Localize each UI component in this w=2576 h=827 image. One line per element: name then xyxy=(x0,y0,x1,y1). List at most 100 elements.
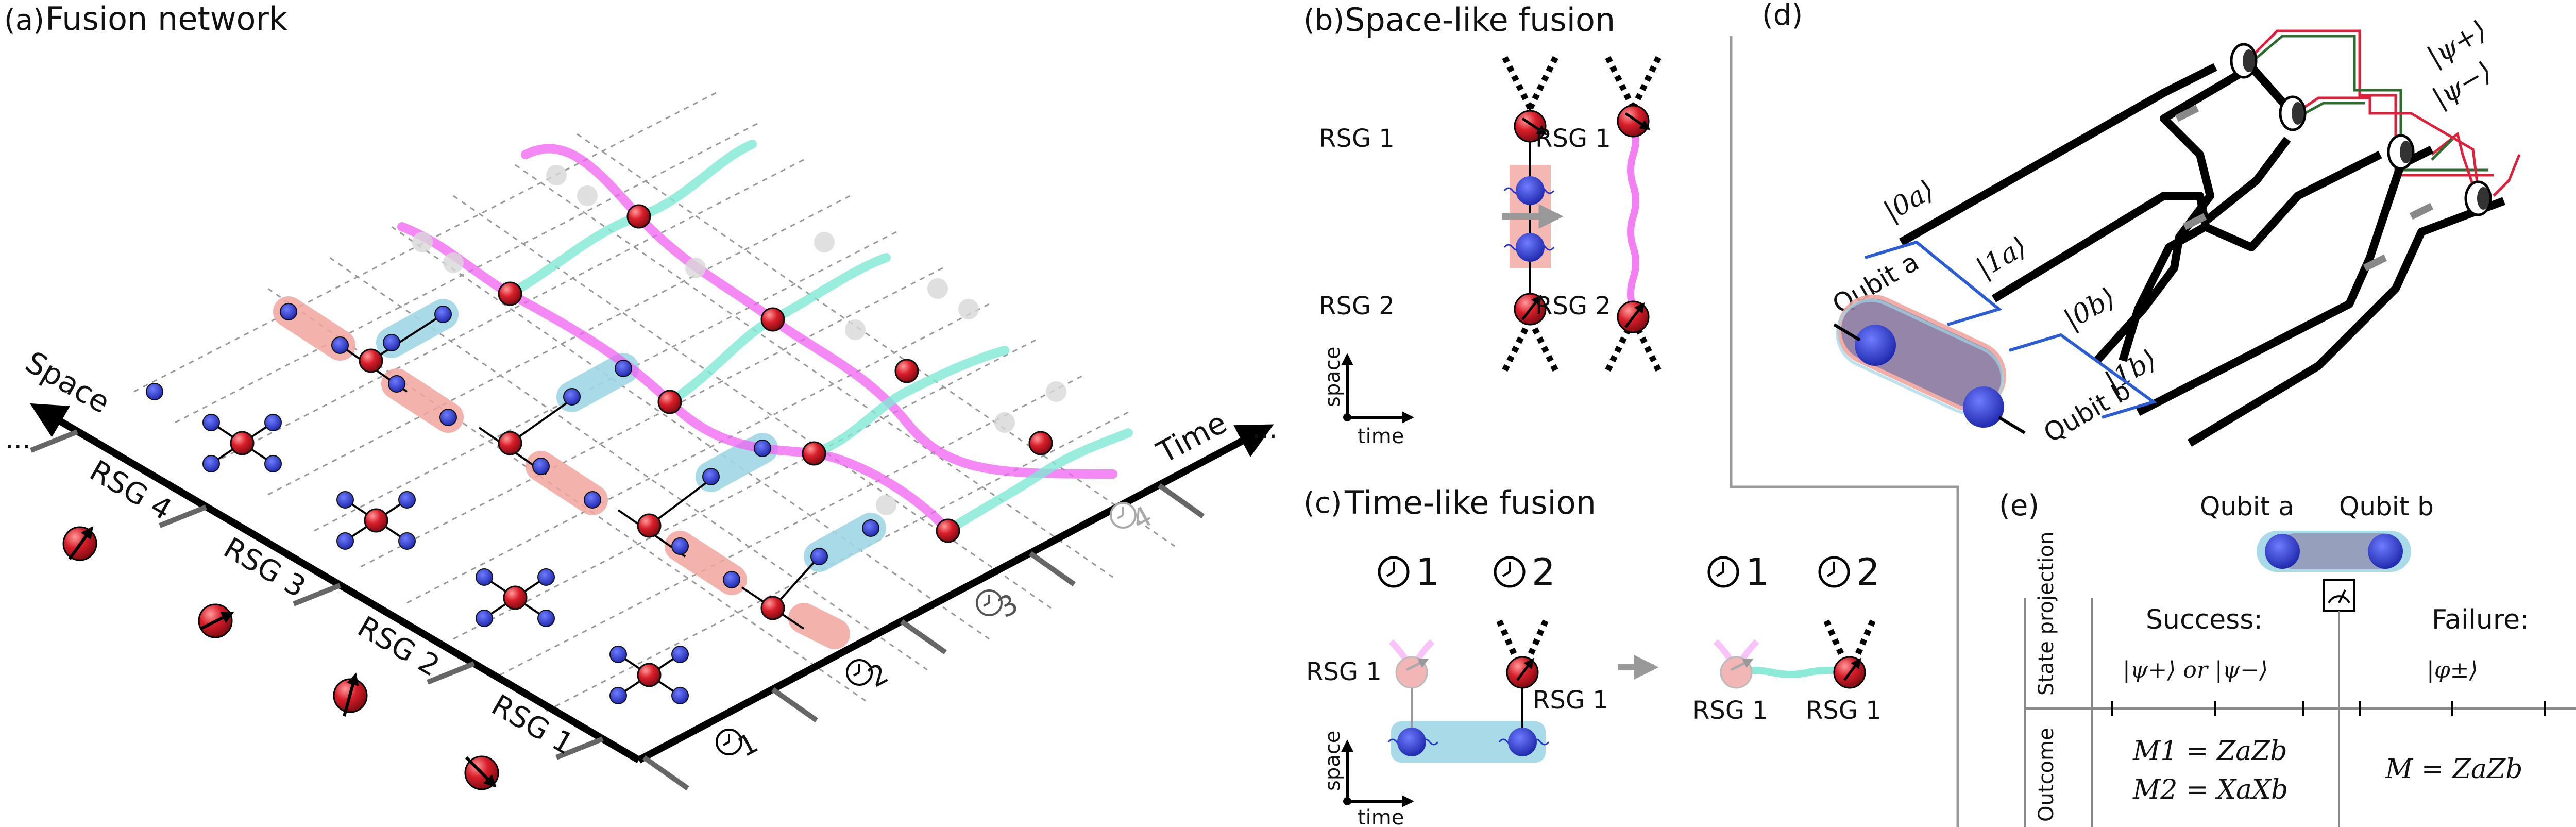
photon-wavepacket-icon xyxy=(1963,386,2026,434)
spin-arrow-icon xyxy=(1617,300,1650,333)
qubit-b-label-e: Qubit b xyxy=(2339,492,2434,521)
clock-c-4: 2 xyxy=(1856,550,1880,594)
spin-arrow-icon xyxy=(1514,110,1548,143)
axes xyxy=(29,403,1274,791)
rsg1-label-b: RSG 1 xyxy=(1319,124,1395,153)
faded-nodes xyxy=(412,165,1066,515)
clock-icon xyxy=(1494,556,1526,588)
qubit-brackets xyxy=(1865,240,2157,419)
spin-rsg2 xyxy=(333,672,368,717)
clock-icon: 3 xyxy=(976,587,1023,624)
axis-time-c: time xyxy=(1358,806,1404,827)
clock-c-1: 1 xyxy=(1416,550,1439,594)
success-outcome-1: M1 = ZaZb xyxy=(2132,736,2287,767)
beam-splitters xyxy=(2175,105,2434,272)
detector-icon xyxy=(2230,43,2258,79)
rsg-label-c1: RSG 1 xyxy=(1306,657,1382,686)
axis-space-b: space xyxy=(1321,347,1345,407)
spin-rsg3 xyxy=(198,603,234,638)
mini-axes-c xyxy=(1341,739,1414,807)
photon-wavepacket-icon xyxy=(1503,176,1555,205)
outcome-table xyxy=(2024,598,2576,827)
success-outcome-2: M2 = XaXb xyxy=(2132,774,2288,805)
mini-axes-b xyxy=(1341,353,1414,424)
failure-header: Failure: xyxy=(2432,604,2529,635)
clock-icon xyxy=(1378,556,1410,588)
time-fusion-after: RSG 1 RSG 1 xyxy=(1692,619,1882,725)
panel-d: (d) |ψ+⟩ |ψ−⟩ xyxy=(1730,0,2521,827)
spin-arrow-icon xyxy=(1514,293,1547,326)
rsg-label-c4: RSG 1 xyxy=(1806,696,1882,725)
qubit-a-label-e: Qubit a xyxy=(2200,492,2294,521)
clock-icon: 4 xyxy=(1110,500,1157,536)
panel-b: (b) Space-like fusion RSG 1 RSG 2 xyxy=(1303,1,1662,448)
photon-wavepacket-icon xyxy=(1498,728,1550,756)
clock-c-2: 2 xyxy=(1532,550,1555,594)
fusion-bands xyxy=(273,296,886,649)
panel-e: (e) Qubit a Qubit b State projection Out… xyxy=(1999,489,2576,827)
graph-edges xyxy=(210,313,820,697)
clock-row-c: 1 2 1 2 xyxy=(1378,550,1880,594)
detectors xyxy=(2230,43,2492,216)
panel-e-label: (e) xyxy=(1999,489,2039,522)
panel-c-title: Time-like fusion xyxy=(1344,484,1596,521)
panel-a-label: (a) xyxy=(4,4,44,37)
panel-b-title: Space-like fusion xyxy=(1345,1,1615,39)
space-axis-label: Space xyxy=(20,344,116,420)
success-states: |ψ+⟩ or |ψ−⟩ xyxy=(2123,657,2268,683)
time-axis xyxy=(637,424,1274,764)
axis-time-b: time xyxy=(1358,425,1404,448)
rsg1-label-b2: RSG 1 xyxy=(1535,124,1611,153)
clock-icon: 1 xyxy=(716,727,763,763)
clock-icons: 1 2 3 4 xyxy=(716,500,1157,763)
mode-0b: |0b⟩ xyxy=(2059,282,2121,335)
rsg-label-c3: RSG 1 xyxy=(1692,696,1768,725)
axis-space-c: space xyxy=(1321,731,1345,791)
panel-d-label: (d) xyxy=(1762,0,1803,32)
detector-icon xyxy=(2387,134,2415,170)
photon-wavepacket-icon xyxy=(1503,233,1555,262)
spin-arrow-icon xyxy=(1720,656,1754,689)
meter-icon xyxy=(2323,579,2355,612)
time-fusion-before: RSG 1 RSG 1 xyxy=(1306,619,1608,763)
rsg-label-c2: RSG 1 xyxy=(1533,686,1608,715)
tick-marks xyxy=(2111,701,2546,716)
row-outcome: Outcome xyxy=(2035,728,2058,822)
photons-a xyxy=(146,303,879,704)
entanglement-link xyxy=(1627,122,1639,311)
clock-icon xyxy=(1707,556,1739,588)
clock-c-3: 1 xyxy=(1745,550,1769,594)
ellipsis-time: ... xyxy=(1252,414,1278,445)
time-fusion-highlight xyxy=(1391,721,1546,763)
detector-icon xyxy=(2279,95,2307,131)
entanglement-link xyxy=(1735,667,1851,678)
rsg2-label-b2: RSG 2 xyxy=(1535,292,1611,320)
space-axis xyxy=(29,403,641,764)
rsg2-label-b: RSG 2 xyxy=(1319,292,1395,320)
mode-1a: |1a⟩ xyxy=(1972,231,2032,284)
spins-a xyxy=(230,204,1053,687)
failure-states: |φ±⟩ xyxy=(2427,657,2478,683)
panel-c-label: (c) xyxy=(1303,486,1342,520)
panel-a-title: Fusion network xyxy=(45,0,287,38)
clock-icon xyxy=(1818,556,1850,588)
space-fusion-after: RSG 1 RSG 2 xyxy=(1535,55,1662,373)
panel-divider xyxy=(1730,36,1959,827)
spin-arrow-icon xyxy=(1395,656,1429,689)
panel-c: (c) Time-like fusion 1 2 1 2 RSG 1 RSG 1 xyxy=(1303,484,1882,827)
panel-a: (a) Fusion network xyxy=(4,0,1278,791)
photon-wavepacket-icon xyxy=(1833,323,1896,366)
row-state-projection: State projection xyxy=(2035,532,2058,696)
photon-a-e xyxy=(2265,534,2300,569)
spin-rsg1 xyxy=(464,755,499,790)
failure-outcome: M = ZaZb xyxy=(2385,754,2522,785)
spin-arrow-icon xyxy=(1506,656,1539,689)
spin-arrow-icon xyxy=(1617,105,1651,138)
mode-0a: |0a⟩ xyxy=(1879,174,1940,227)
panel-b-label: (b) xyxy=(1303,4,1344,37)
ellipsis-space: ... xyxy=(5,424,31,455)
time-axis-label: Time xyxy=(1151,405,1232,470)
rsg-spins xyxy=(62,526,499,790)
photon-wavepacket-icon xyxy=(1387,728,1439,756)
